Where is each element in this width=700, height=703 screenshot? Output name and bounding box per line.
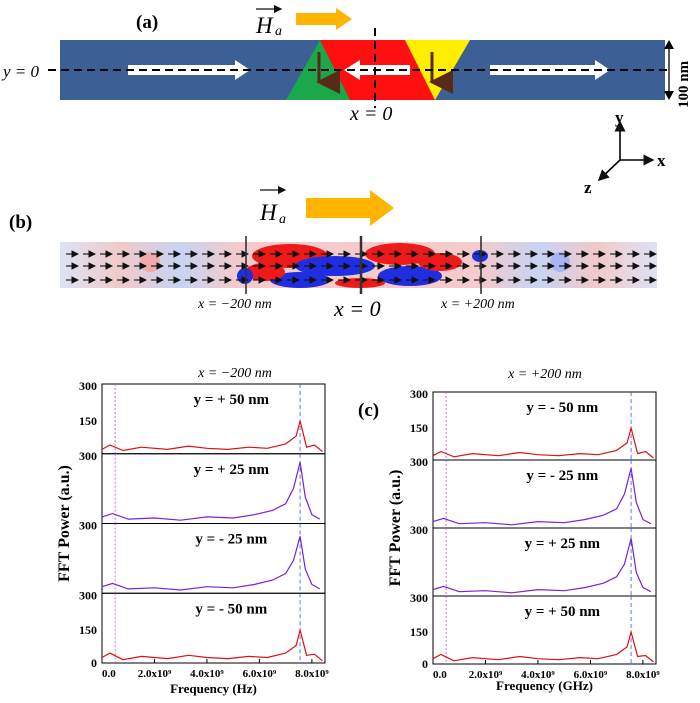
panel-a: (a) H a y = 0 x = 0 100 nm [1, 4, 692, 197]
series-label: y = + 50 nm [194, 392, 270, 408]
y-tick-label: 0 [422, 657, 428, 671]
x-tick-label: 4.0x10⁹ [190, 668, 224, 680]
x-zero-label: x = 0 [333, 296, 381, 321]
applied-field-arrow [296, 8, 352, 30]
y-tick-label: 300 [410, 387, 428, 401]
axis-z-label: z [584, 178, 592, 197]
y-tick-label: 300 [410, 523, 428, 537]
subplot-frame [101, 592, 326, 664]
chart-title: x = +200 nm [507, 367, 582, 382]
x-tick-label: 0.0 [102, 668, 116, 680]
y-tick-label: 300 [410, 591, 428, 605]
panel-b: (b) H a x = −200 nm x = 0 [9, 185, 658, 321]
x-tick-label: 8.0x10⁹ [295, 668, 329, 680]
series-label: y = - 50 nm [195, 601, 267, 617]
y-axis-label: FFT Power (a.u.) [387, 470, 404, 587]
x-tick-label: 2.0x10⁹ [138, 668, 172, 680]
magnetization-arrow-left [128, 60, 250, 80]
series-label: y = - 25 nm [195, 532, 267, 548]
width-label: 100 nm [676, 60, 692, 108]
series-label: y = + 50 nm [525, 604, 601, 620]
x-tick-label: 6.0x10⁹ [574, 669, 608, 681]
x0-label: x = 0 [349, 103, 392, 125]
field-symbol-a: H a [255, 4, 283, 39]
y-tick-label: 150 [410, 421, 428, 435]
x-tick-label: 4.0x10⁹ [521, 669, 555, 681]
series-line [101, 627, 323, 662]
chart-title: x = −200 nm [197, 366, 272, 381]
fft-charts: x = −200 nm y = + 50 nm 300 150 y = + 25 nm 3… [56, 366, 660, 696]
x-tick-label: 6.0x10⁹ [243, 668, 277, 680]
series-label: y = + 25 nm [194, 462, 270, 478]
y0-label: y = 0 [1, 62, 40, 81]
y-tick-label: 150 [410, 625, 428, 639]
axis-x-label: x [657, 151, 666, 170]
series-line [101, 536, 321, 591]
series-line [432, 538, 652, 594]
series-label: y = - 25 nm [526, 468, 598, 484]
y-axis-label: FFT Power (a.u.) [56, 465, 73, 582]
x-axis-label: Frequency (Hz) [170, 681, 257, 696]
series-line [432, 629, 654, 663]
series-label: y = + 25 nm [525, 536, 601, 552]
axis-y-label: y [615, 108, 624, 127]
y-tick-label: 300 [79, 449, 97, 463]
y-tick-label: 300 [79, 519, 97, 533]
y-tick-label: 300 [79, 588, 97, 602]
series-label: y = - 50 nm [526, 400, 598, 416]
panel-c-label: (c) [358, 400, 379, 421]
x-axis-label: Frequency (GHz) [496, 678, 593, 693]
svg-text:H: H [259, 200, 278, 225]
field-letter: H [255, 13, 274, 38]
y-tick-label: 0 [91, 656, 97, 670]
panel-b-label: (b) [9, 212, 32, 233]
y-tick-label: 150 [79, 623, 97, 637]
applied-field-arrow-b [306, 190, 394, 226]
subplot-frame [432, 595, 657, 665]
panel-a-label: (a) [136, 12, 158, 33]
x-tick-label: 2.0x10⁹ [469, 669, 503, 681]
series-line [432, 468, 652, 526]
series-line [101, 461, 321, 521]
series-line [101, 420, 323, 453]
fft-chart-1: x = −200 nm y = + 50 nm 300 150 y = + 25 nm 3… [56, 366, 329, 696]
svg-text:a: a [279, 212, 286, 227]
x-plus200-label: x = +200 nm [440, 297, 515, 312]
series-line [432, 425, 654, 459]
fft-chart-2: x = +200 nm y = - 50 nm 300 150 y = - 25 nm 3… [387, 367, 660, 693]
x-tick-label: 8.0x10⁹ [626, 669, 660, 681]
coordinate-axes: y x z [584, 108, 666, 197]
y-tick-label: 300 [410, 455, 428, 469]
x-minus200-label: x = −200 nm [197, 297, 272, 312]
x-tick-label: 0.0 [433, 669, 447, 681]
y-tick-label: 300 [79, 379, 97, 393]
field-subscript: a [275, 24, 282, 39]
y-tick-label: 150 [79, 414, 97, 428]
field-symbol-b: H a [259, 185, 287, 227]
